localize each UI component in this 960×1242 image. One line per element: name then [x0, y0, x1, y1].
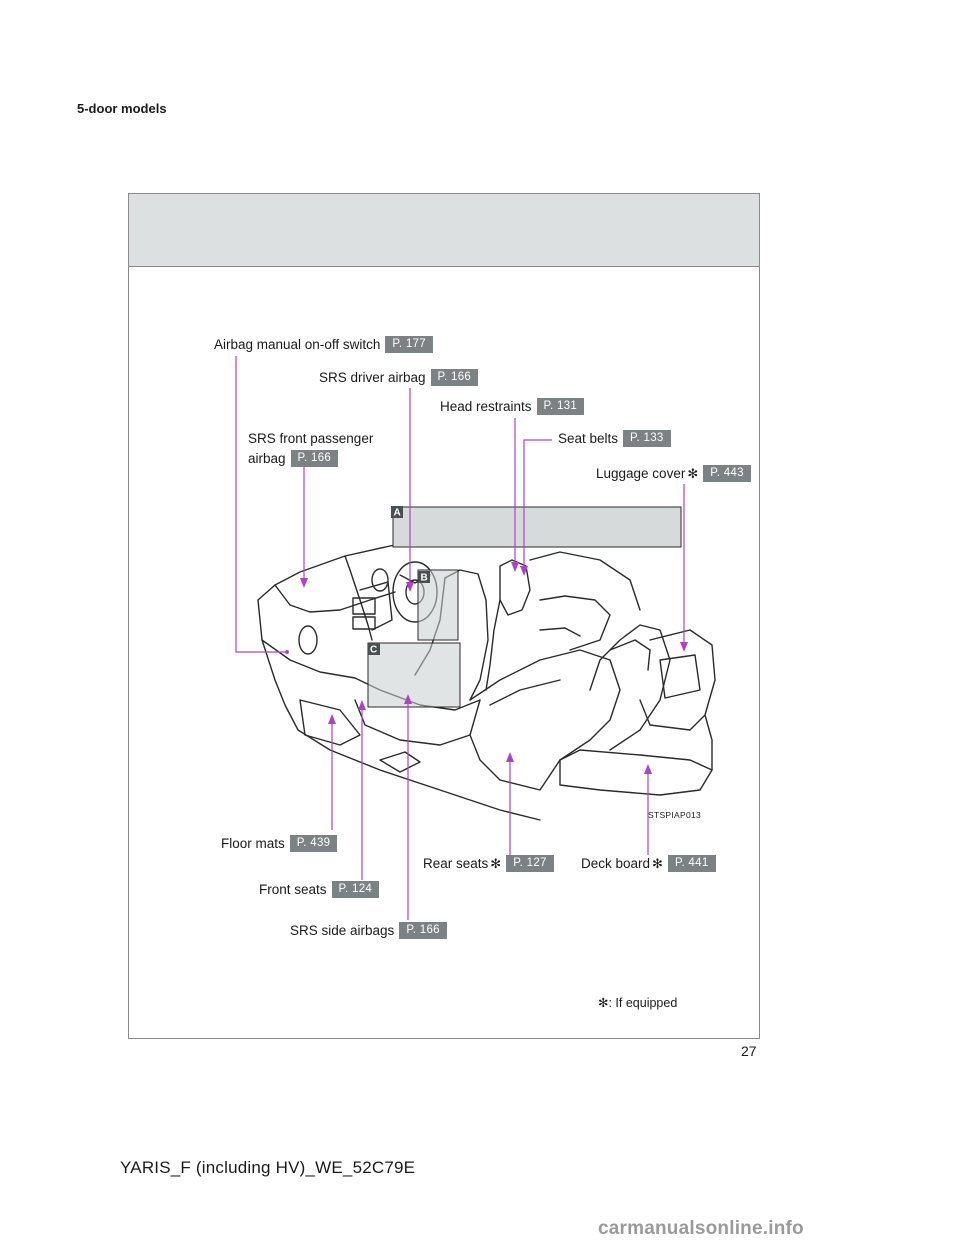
area-c-box — [367, 642, 461, 708]
callout-srs-driver-airbag: SRS driver airbag P. 166 — [319, 369, 479, 386]
area-c-letter: C — [370, 645, 377, 656]
page-ref-badge[interactable]: P. 439 — [289, 835, 338, 852]
callout-deck-board: Deck board ✻ P. 441 — [581, 855, 716, 872]
document-id: YARIS_F (including HV)_WE_52C79E — [120, 1158, 416, 1177]
page-ref-badge[interactable]: P. 131 — [536, 398, 585, 415]
callout-floor-mats: Floor mats P. 439 — [221, 835, 338, 852]
asterisk-mark: ✻ — [490, 856, 502, 871]
leader-lines — [235, 356, 685, 920]
callout-head-restraints: Head restraints P. 131 — [440, 398, 585, 415]
page-number: 27 — [741, 1043, 757, 1059]
page-ref-badge[interactable]: P. 177 — [385, 336, 433, 353]
callout-luggage-cover: Luggage cover ✻ P. 443 — [596, 465, 751, 482]
watermark: carmanualsonline.info — [598, 1218, 804, 1239]
page-frame — [128, 193, 760, 1039]
area-a-marker — [391, 506, 403, 518]
area-a-box — [392, 506, 682, 548]
callout-front-seats: Front seats P. 124 — [259, 881, 380, 898]
area-a-letter: A — [394, 508, 401, 519]
section-title: 5-door models — [77, 101, 167, 116]
page-ref-badge[interactable]: P. 166 — [290, 450, 339, 467]
callout-srs-front-passenger-airbag-line1: SRS front passenger — [248, 431, 374, 446]
area-b-letter: B — [421, 573, 428, 584]
area-b-marker — [418, 571, 430, 583]
page-ref-badge[interactable]: P. 133 — [623, 430, 671, 447]
area-c-marker — [368, 643, 380, 655]
page-ref-badge[interactable]: P. 124 — [331, 881, 380, 898]
page-ref-badge[interactable]: P. 441 — [667, 855, 716, 872]
page-ref-badge[interactable]: P. 166 — [399, 922, 447, 939]
page-ref-badge[interactable]: P. 443 — [703, 465, 751, 482]
footnote-if-equipped: ✻: If equipped — [598, 996, 678, 1010]
leader-airbag-switch — [235, 356, 285, 653]
asterisk-mark: ✻ — [687, 466, 699, 481]
callout-srs-side-airbags: SRS side airbags P. 166 — [290, 922, 447, 939]
asterisk-mark: ✻ — [652, 856, 663, 871]
callout-srs-front-passenger-airbag: airbag P. 166 — [248, 450, 339, 467]
page-ref-badge[interactable]: P. 127 — [506, 855, 554, 872]
callout-airbag-manual-switch: Airbag manual on-off switch P. 177 — [214, 336, 433, 353]
illustration-code: STSPIAP013 — [648, 810, 702, 820]
leader-seat-belts — [523, 439, 552, 570]
page-ref-badge[interactable]: P. 166 — [430, 369, 479, 386]
frame-header-band — [129, 194, 759, 267]
callout-rear-seats: Rear seats ✻ P. 127 — [423, 855, 554, 872]
callout-seat-belts: Seat belts P. 133 — [558, 430, 671, 447]
